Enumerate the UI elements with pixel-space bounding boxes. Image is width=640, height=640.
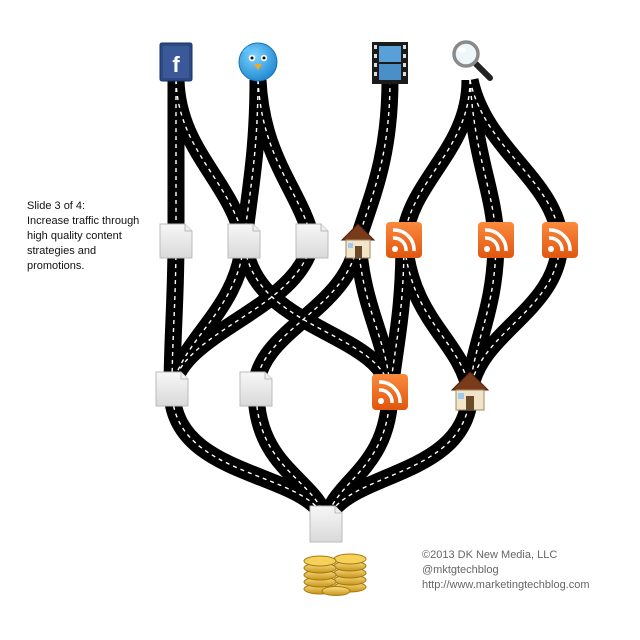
document-icon xyxy=(227,223,261,259)
magnifier-search-icon xyxy=(452,40,493,81)
twitter-bird-icon xyxy=(238,42,278,82)
road-dash xyxy=(255,239,359,391)
road xyxy=(167,79,253,243)
road-dash xyxy=(257,79,313,241)
facebook-letter: f xyxy=(172,52,180,77)
road xyxy=(247,389,335,525)
road-dash xyxy=(325,389,471,523)
road-dash xyxy=(403,79,471,241)
road-dash xyxy=(403,239,471,391)
road-dash xyxy=(469,79,561,241)
caption-line: promotions. xyxy=(27,260,85,272)
road-dash xyxy=(389,239,405,391)
road-dash xyxy=(171,389,327,523)
copyright-credits: ©2013 DK New Media, LLC @mktgtechblog ht… xyxy=(422,548,590,593)
road xyxy=(395,79,479,242)
caption-line: strategies and xyxy=(27,245,97,257)
road-group-middle xyxy=(163,237,569,393)
road-dash xyxy=(171,239,177,391)
road-dash xyxy=(171,239,245,391)
rss-feed-icon xyxy=(386,222,422,258)
road xyxy=(395,239,479,393)
slide-caption: Slide 3 of 4: Increase traffic through h… xyxy=(27,199,157,274)
road-dash xyxy=(175,79,245,241)
road-dashes xyxy=(171,79,561,523)
document-icon xyxy=(239,371,273,407)
road xyxy=(349,79,399,243)
document-icon xyxy=(159,223,193,259)
facebook-icon: f xyxy=(159,42,193,82)
gold-coins-icon xyxy=(303,553,367,596)
video-film-icon xyxy=(372,42,408,84)
document-icon xyxy=(155,371,189,407)
copyright-line: ©2013 DK New Media, LLC xyxy=(422,549,558,561)
caption-line: Slide 3 of 4: xyxy=(27,200,86,212)
road-dash xyxy=(171,239,313,391)
twitter-handle: @mktgtechblog xyxy=(422,564,499,576)
rss-feed-icon xyxy=(478,222,514,258)
caption-line: high quality content xyxy=(27,230,122,242)
road-dash xyxy=(357,239,391,391)
road-dash xyxy=(357,79,391,241)
house-icon xyxy=(450,371,490,411)
road-dash xyxy=(469,239,561,391)
road-group-top xyxy=(167,77,569,243)
document-icon xyxy=(309,505,343,543)
rss-feed-icon xyxy=(542,222,578,258)
caption-line: Increase traffic through xyxy=(27,215,140,227)
website-url: http://www.marketingtechblog.com xyxy=(422,579,590,591)
rss-feed-icon xyxy=(372,374,408,410)
road-group-bottom xyxy=(163,389,479,526)
house-icon xyxy=(340,223,376,259)
document-icon xyxy=(295,223,329,259)
